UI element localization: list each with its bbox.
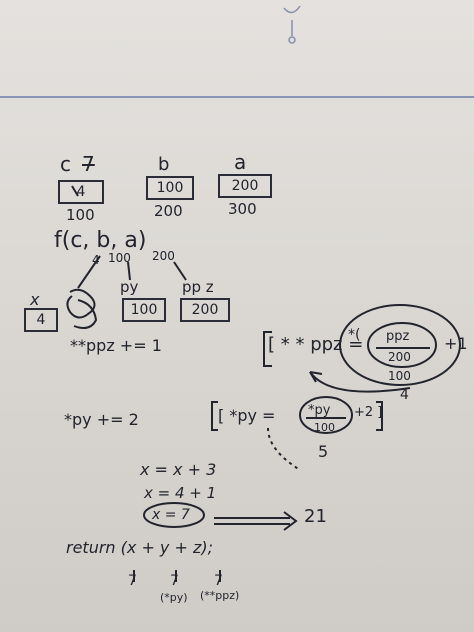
return-line: return (x + y + z);: [66, 538, 214, 557]
box-b: 100: [146, 176, 194, 200]
return-z-note: (**ppz): [200, 589, 240, 602]
return-y-note: (*py): [160, 591, 188, 604]
line2-bracket-lead: [ *py =: [218, 406, 276, 425]
arrow-result: 21: [304, 506, 327, 527]
code-line-4: x = 4 + 1: [144, 484, 217, 502]
param-ppz-label: pp z: [182, 278, 214, 296]
line1-inner-bottom: 200: [388, 350, 411, 364]
addr-b: 200: [154, 202, 183, 220]
param-py-box: 100: [122, 298, 166, 322]
line1-result: 4: [400, 387, 409, 403]
function-call: f(c, b, a): [54, 228, 147, 253]
line1-outer-bottom: 100: [388, 369, 411, 383]
line1-inner-top: ppz: [386, 329, 410, 344]
addr-c: 100: [66, 206, 95, 224]
code-line-3: x = x + 3: [140, 460, 217, 479]
line1-tail: +1: [444, 334, 468, 353]
call-arg-third: 200: [152, 249, 175, 263]
code-line-2: *py += 2: [64, 410, 139, 429]
ruled-line: [0, 96, 474, 98]
line1-outer-top: *(: [348, 327, 361, 343]
var-b-label: b: [158, 154, 170, 175]
line2-bottom: 100: [314, 421, 335, 434]
param-ppz-box: 200: [180, 298, 230, 322]
call-arg-second: 100: [108, 251, 131, 265]
line1-bracket-lead: [ * * ppz =: [268, 334, 364, 355]
var-c-value: 7: [82, 152, 95, 176]
return-x-value: 7: [128, 573, 137, 589]
param-py-label: py: [120, 278, 139, 296]
var-c-label: c: [60, 152, 71, 176]
code-line-1: **ppz += 1: [70, 336, 162, 355]
line2-tail: +2 ]: [354, 405, 383, 420]
return-y-value: 7: [170, 573, 179, 589]
box-c: 4: [58, 180, 104, 204]
param-x-label: x: [30, 290, 40, 309]
param-x-box: 4: [24, 308, 58, 332]
var-a-label: a: [234, 150, 247, 174]
line2-result: 5: [318, 442, 329, 461]
return-z-value: 7: [214, 573, 223, 589]
box-a: 200: [218, 174, 272, 198]
addr-a: 300: [228, 200, 257, 218]
call-arg-first: 4: [92, 253, 100, 267]
line2-top: *py: [308, 403, 331, 418]
code-line-5: x = 7: [152, 507, 190, 523]
